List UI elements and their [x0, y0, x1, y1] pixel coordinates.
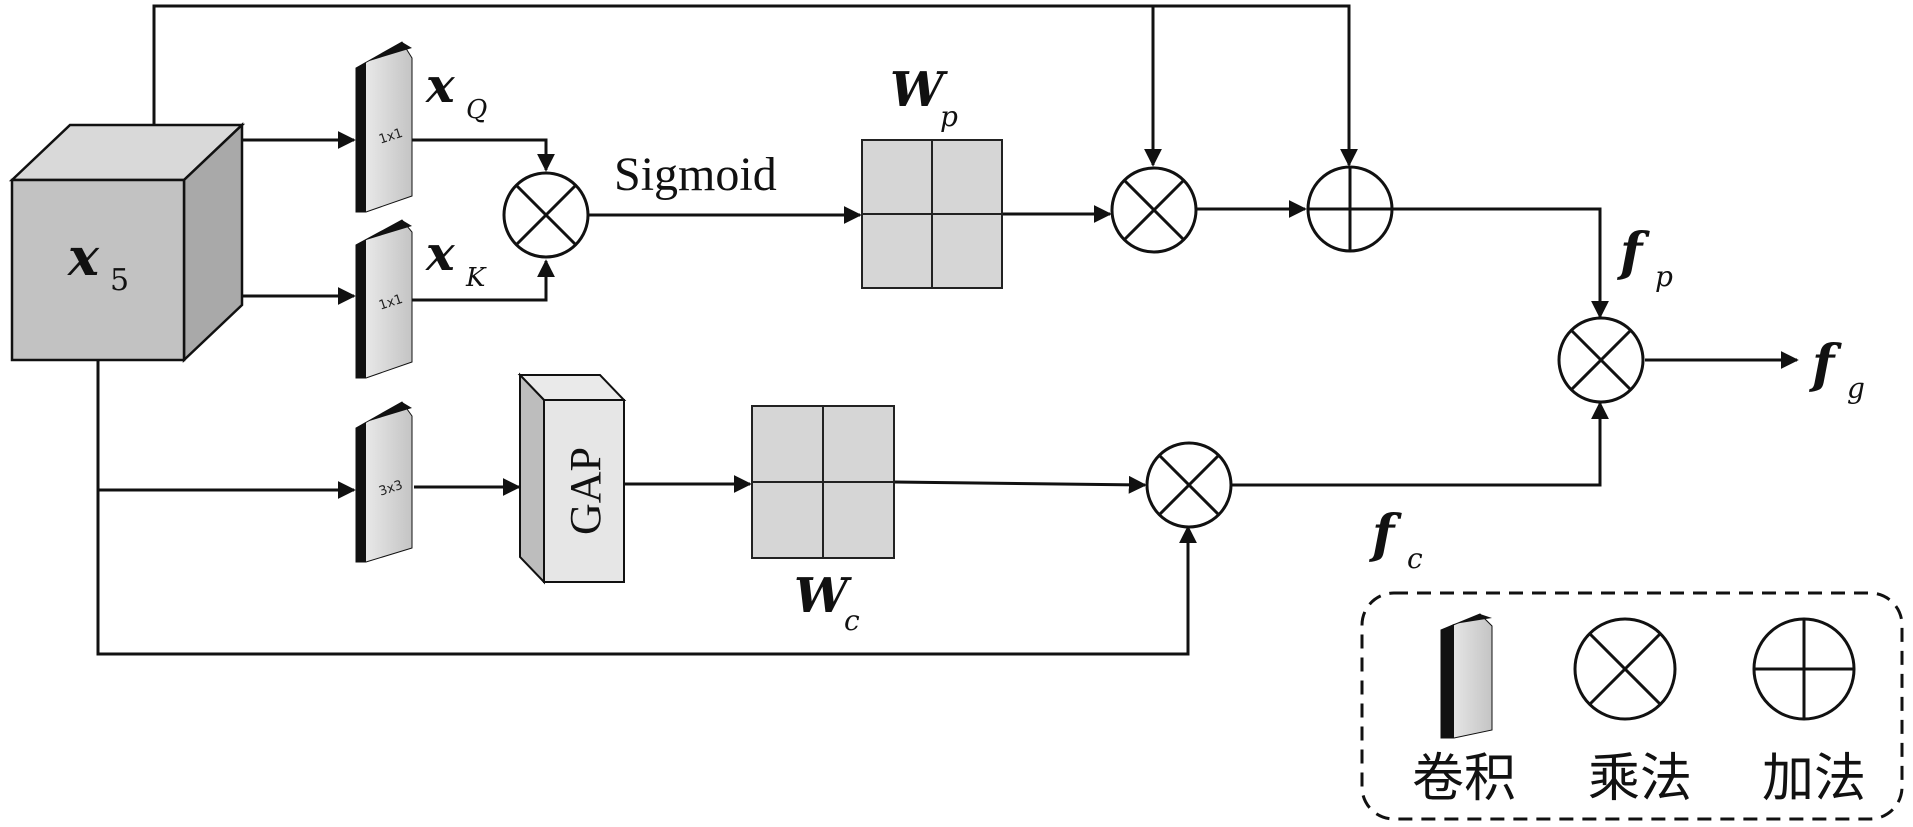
conv-block-3x3: 3x3	[355, 401, 413, 563]
multiply-qk-op	[502, 171, 590, 259]
x5-symbol: x	[67, 227, 100, 288]
xk-subscript: K	[465, 263, 487, 293]
label-xk: x K	[425, 226, 487, 293]
xq-symbol: x	[425, 58, 456, 114]
label-fg: f g	[1808, 334, 1865, 405]
legend: 卷积 乘法 加法	[1360, 591, 1904, 821]
wc-subscript: c	[844, 604, 860, 637]
wc-symbol: W	[794, 568, 852, 624]
line-cube-to-multiply-c	[96, 360, 1197, 656]
xk-symbol: x	[425, 226, 456, 282]
legend-add-icon	[1752, 617, 1856, 721]
line-fc-to-final	[1232, 401, 1609, 487]
x5-subscript: 5	[110, 263, 129, 298]
conv-3x3-label: 3x3	[377, 478, 405, 500]
wp-symbol: W	[890, 62, 948, 118]
gap-label: GAP	[561, 447, 610, 535]
fg-symbol: f	[1808, 334, 1842, 395]
label-wc: W c	[794, 568, 860, 637]
add-op	[1306, 165, 1394, 253]
fc-subscript: c	[1407, 542, 1423, 575]
skip-line-to-add	[152, 4, 1358, 167]
input-cube-x5: x 5	[8, 122, 246, 363]
connections	[96, 4, 1799, 656]
wp-grid	[861, 139, 1003, 289]
conv-block-k: 1x1	[355, 219, 413, 379]
fg-subscript: g	[1847, 372, 1865, 405]
legend-conv-icon	[1440, 613, 1493, 739]
label-wp: W p	[890, 62, 958, 133]
legend-add-label: 加法	[1762, 749, 1866, 809]
multiply-c-op	[1145, 441, 1233, 529]
label-fc: f c	[1368, 504, 1423, 575]
multiply-p-op	[1110, 166, 1198, 254]
conv-block-q: 1x1	[355, 41, 413, 213]
xq-subscript: Q	[466, 95, 487, 125]
line-fp-to-final	[1393, 207, 1609, 319]
conv-k-label: 1x1	[377, 292, 405, 314]
sigmoid-label: Sigmoid	[614, 148, 777, 201]
multiply-final-op	[1557, 316, 1645, 404]
label-fp: f p	[1616, 222, 1673, 293]
legend-multiply-icon	[1573, 617, 1677, 721]
legend-conv-label: 卷积	[1412, 749, 1516, 809]
wc-grid	[751, 405, 895, 559]
fp-symbol: f	[1616, 222, 1650, 283]
gap-block: GAP	[517, 372, 627, 585]
wp-subscript: p	[940, 100, 958, 133]
fc-symbol: f	[1368, 504, 1402, 565]
line-xq-to-multiply	[412, 138, 555, 172]
conv-q-label: 1x1	[377, 126, 405, 148]
legend-multiply-label: 乘法	[1588, 749, 1692, 809]
fp-subscript: p	[1655, 260, 1673, 293]
line-wc-to-multiply	[893, 475, 1147, 494]
label-xq: x Q	[425, 58, 487, 125]
line-xk-to-multiply	[412, 259, 555, 302]
